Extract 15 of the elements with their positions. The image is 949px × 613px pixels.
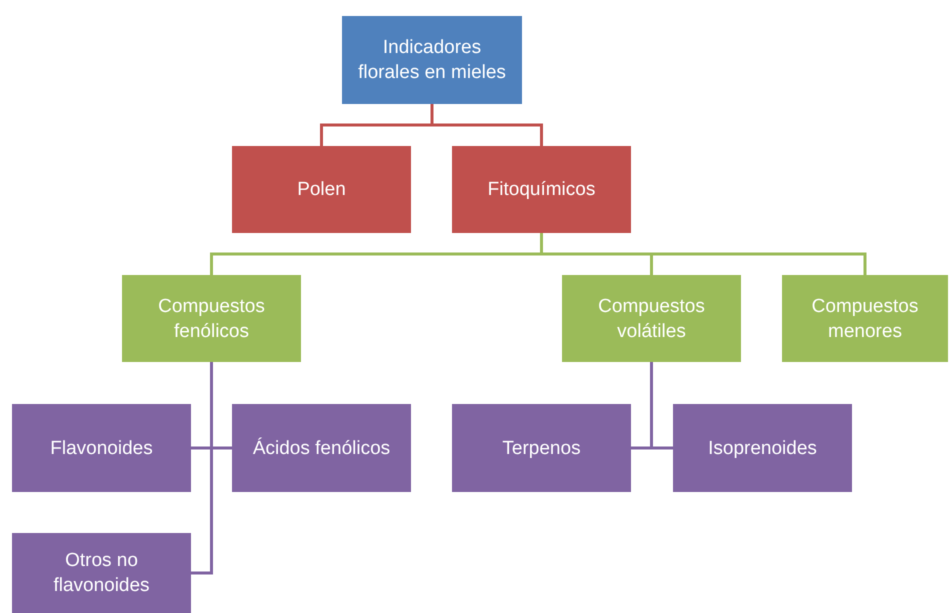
box: Otros no flavonoides (12, 533, 191, 613)
box: Indicadores florales en mieles (342, 16, 522, 104)
connector-line (650, 362, 673, 450)
box: Ácidos fenólicos (232, 404, 411, 492)
box: Compuestos fenólicos (122, 275, 301, 362)
connector-line (540, 233, 866, 275)
box: Terpenos (452, 404, 631, 492)
box: Polen (232, 146, 411, 233)
box: Compuestos volátiles (562, 275, 741, 362)
box: Compuestos menores (782, 275, 948, 362)
box: Flavonoides (12, 404, 191, 492)
box: Fitoquímicos (452, 146, 631, 233)
box: Isoprenoides (673, 404, 852, 492)
connector-line (430, 104, 543, 146)
connector-line (191, 362, 213, 574)
